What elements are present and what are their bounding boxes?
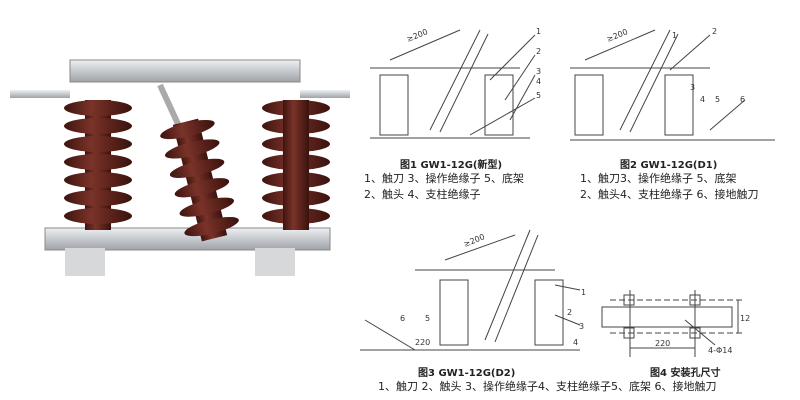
insulator-shed — [184, 216, 239, 237]
figure-1-caption: 图1 GW1-12G(新型) — [400, 160, 503, 171]
callout: 5 — [715, 95, 720, 104]
callout: 5 — [425, 314, 430, 323]
callout: 3 — [579, 322, 584, 331]
base-frame — [44, 227, 331, 251]
callout: 6 — [400, 314, 405, 323]
insulator-shed — [174, 178, 230, 198]
callout: 4 — [700, 95, 705, 104]
insulator-shed — [64, 154, 132, 170]
callout: 3 — [536, 67, 541, 76]
insulator-shed — [64, 100, 132, 116]
figure-2-legend: 2、触头4、支柱绝缘子 6、接地触刀 — [580, 188, 759, 201]
blade-bar — [69, 59, 301, 83]
callout: 6 — [740, 95, 745, 104]
insulator-shed — [169, 158, 225, 178]
dim-width-label: 220 — [655, 339, 670, 348]
callout: 4 — [573, 338, 578, 347]
operating-insulator — [160, 118, 239, 242]
figure-1-drawing: ≥200 1 2 3 4 5 — [370, 27, 541, 139]
product-photo — [10, 59, 350, 276]
callout: 5 — [536, 91, 541, 100]
insulator-shed — [160, 119, 215, 140]
figure-2-caption: 图2 GW1-12G(D1) — [620, 160, 718, 171]
insulator-shed — [64, 118, 132, 134]
holes-label: 4-Φ14 — [708, 346, 732, 355]
dim-label: ≥200 — [605, 27, 629, 44]
figure-2-drawing: ≥200 1 2 3 4 5 6 — [570, 27, 775, 141]
figure-2-legend: 1、触刀3、操作绝缘子 5、底架 — [580, 172, 737, 185]
insulator-shed — [179, 197, 234, 217]
dim-label: ≥200 — [405, 27, 429, 44]
callout: 4 — [536, 77, 541, 86]
callout: 3 — [690, 83, 695, 92]
figure-4-drawing: 220 120 4-Φ14 — [601, 290, 750, 357]
callout: 1 — [581, 288, 586, 297]
callout: 2 — [536, 47, 541, 56]
figure-3-caption: 图3 GW1-12G(D2) — [418, 368, 516, 379]
figure-4-caption: 图4 安装孔尺寸 — [650, 368, 721, 379]
insulator-shed — [64, 172, 132, 188]
figure-1-legend: 2、触头 4、支柱绝缘子 — [364, 188, 481, 201]
insulator-shed — [64, 208, 132, 224]
dim-height-label: 120 — [740, 314, 750, 323]
callout: 2 — [567, 308, 572, 317]
callout: 2 — [712, 27, 717, 36]
insulator-shed — [64, 136, 132, 152]
figure-3-drawing: ≥200 220 1 2 3 4 5 6 — [360, 229, 586, 351]
callout: 1 — [536, 27, 541, 36]
insulator-shed — [165, 139, 220, 159]
callout: 1 — [672, 31, 677, 40]
figure-1-legend: 1、触刀 3、操作绝缘子 5、底架 — [364, 172, 524, 185]
dim-label: 220 — [415, 338, 430, 347]
figure-3-legend: 1、触刀 2、触头 3、操作绝缘子4、支柱绝缘子5、底架 6、接地触刀 — [378, 380, 717, 393]
support-insulator-right — [283, 100, 309, 230]
insulator-shed — [64, 190, 132, 206]
